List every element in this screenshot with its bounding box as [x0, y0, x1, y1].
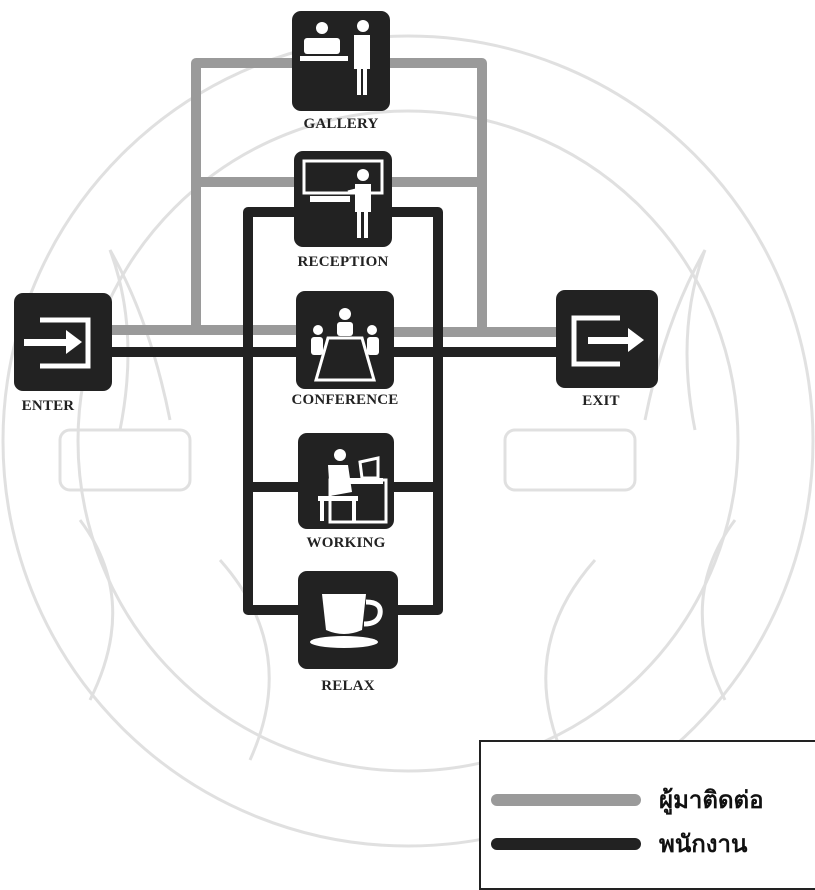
- relax-node: [298, 571, 398, 669]
- staff-path-left-spine: [243, 207, 300, 615]
- visitor-path-gallery-right: [390, 58, 560, 337]
- gallery-node: [292, 11, 390, 111]
- legend-visitor-label: ผู้มาติดต่อ: [659, 786, 764, 814]
- conference-node: [296, 291, 394, 389]
- reception-label: RECEPTION: [297, 254, 389, 270]
- watermark-seal: [1, 34, 815, 848]
- legend: ผู้มาติดต่อ พนักงาน: [479, 740, 815, 890]
- legend-row-staff: พนักงาน: [491, 824, 747, 863]
- enter-node: [14, 293, 112, 391]
- legend-staff-swatch: [491, 837, 641, 850]
- working-label: WORKING: [306, 535, 386, 551]
- working-node: [298, 433, 394, 529]
- legend-row-visitor: ผู้มาติดต่อ: [491, 780, 764, 819]
- gallery-label: GALLERY: [303, 116, 379, 132]
- exit-node: [556, 290, 658, 388]
- conference-label: CONFERENCE: [291, 392, 399, 408]
- enter-label: ENTER: [21, 398, 75, 414]
- relax-label: RELAX: [321, 678, 375, 694]
- reception-node: [294, 151, 392, 247]
- legend-visitor-swatch: [491, 793, 641, 806]
- staff-paths: [108, 207, 560, 615]
- exit-label: EXIT: [582, 393, 620, 409]
- visitor-paths: [108, 58, 560, 337]
- visitor-path-gallery-left: [108, 58, 300, 335]
- conference-icon: [296, 291, 394, 389]
- staff-path-right-spine: [390, 207, 443, 615]
- legend-staff-label: พนักงาน: [659, 830, 748, 858]
